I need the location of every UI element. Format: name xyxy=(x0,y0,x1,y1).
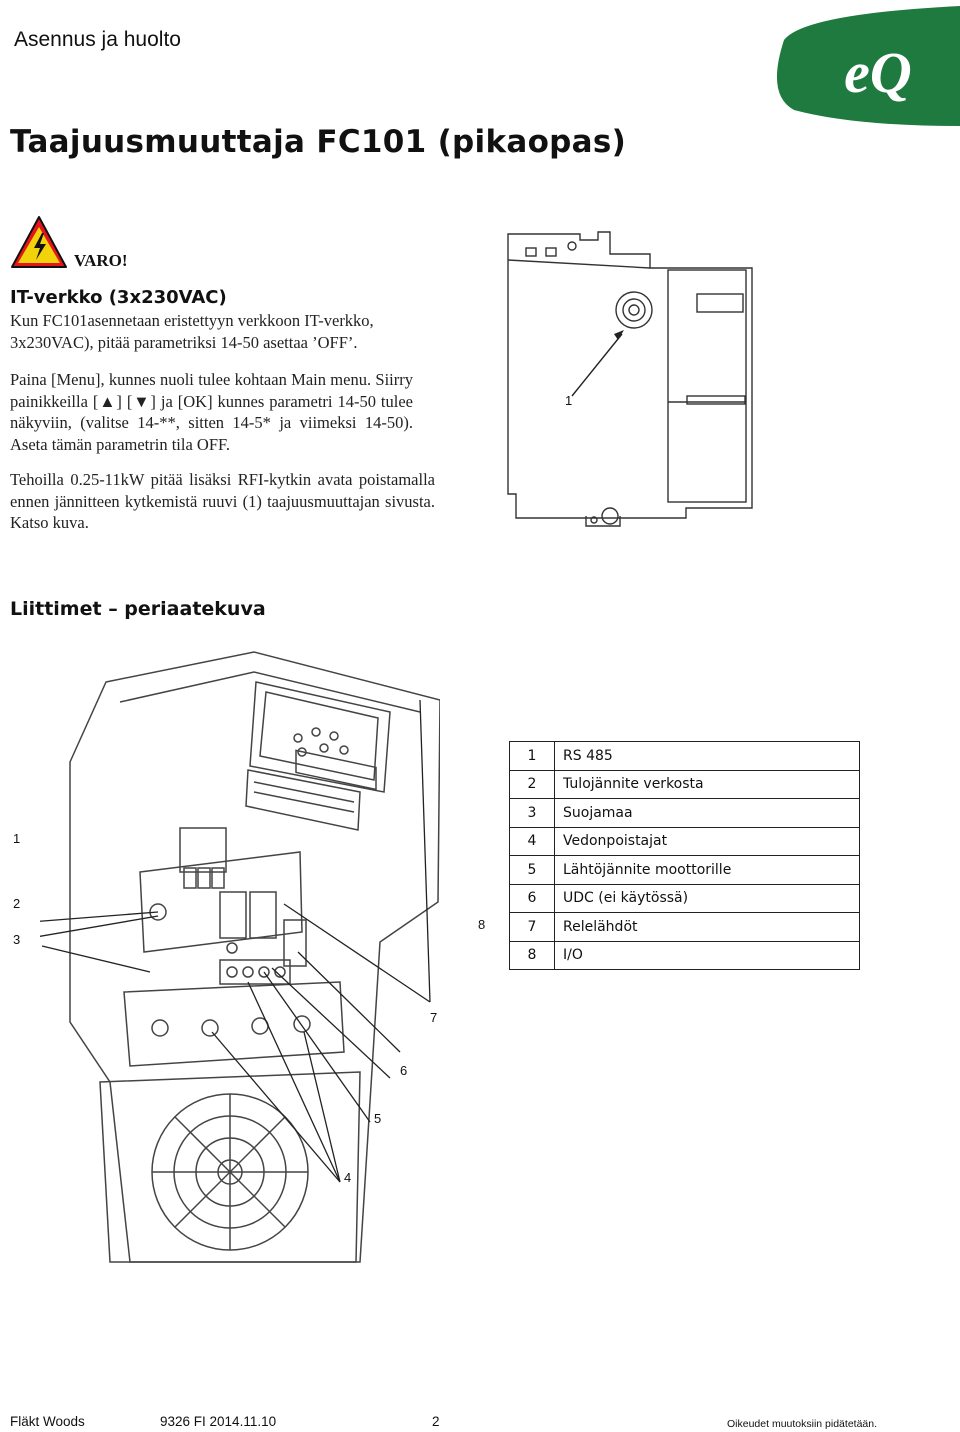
legend-number: 8 xyxy=(509,940,555,970)
connector-callout-7: 7 xyxy=(430,1010,438,1025)
legend-label: I/O xyxy=(554,940,860,970)
menu-instructions: Paina [Menu], kunnes nuoli tulee kohtaan… xyxy=(10,370,413,454)
legend-number: 6 xyxy=(509,883,555,913)
legend-label: Lähtöjännite moottorille xyxy=(554,855,860,885)
footer-doc-id: 9326 FI 2014.11.10 xyxy=(160,1414,277,1429)
legend-label: Relelähdöt xyxy=(554,912,860,942)
connector-callout-5: 5 xyxy=(374,1111,382,1126)
footer-page-number: 2 xyxy=(432,1414,440,1429)
connector-callout-1: 1 xyxy=(13,831,21,846)
rfi-switch-note: Tehoilla 0.25-11kW pitää lisäksi RFI-kyt… xyxy=(10,470,435,532)
section-header: Asennus ja huolto xyxy=(14,28,181,51)
connectors-heading: Liittimet – periaatekuva xyxy=(10,598,266,620)
warning-label: VARO! xyxy=(74,251,128,270)
page-title: Taajuusmuuttaja FC101 (pikaopas) xyxy=(10,124,627,160)
figure1-callout-1: 1 xyxy=(565,393,573,408)
legend-label: Suojamaa xyxy=(554,798,860,828)
legend-label: Vedonpoistajat xyxy=(554,826,860,856)
legend-label: UDC (ei käytössä) xyxy=(554,883,860,913)
connector-layout-illustration xyxy=(40,651,440,1263)
connector-callout-2: 2 xyxy=(13,896,21,911)
legend-number: 5 xyxy=(509,855,555,885)
it-network-paragraph: Kun FC101asennetaan eristettyyn verkkoon… xyxy=(10,310,430,353)
legend-number: 1 xyxy=(509,741,555,771)
logo-text: eQ xyxy=(844,40,912,105)
legend-number: 4 xyxy=(509,826,555,856)
legend-label: Tulojännite verkosta xyxy=(554,769,860,799)
connector-callout-3: 3 xyxy=(13,932,21,947)
high-voltage-warning-icon xyxy=(11,216,67,268)
it-network-heading: IT-verkko (3x230VAC) xyxy=(10,287,227,308)
footer-rights: Oikeudet muutoksiin pidätetään. xyxy=(727,1418,878,1430)
drive-side-illustration xyxy=(507,231,753,527)
paragraph-line: 3x230VAC), pitää parametriksi 14-50 aset… xyxy=(10,332,358,352)
connector-callout-4: 4 xyxy=(344,1170,352,1185)
footer-company: Fläkt Woods xyxy=(10,1414,85,1429)
legend-number: 2 xyxy=(509,769,555,799)
eq-logo: eQ xyxy=(776,6,960,126)
paragraph-line: Kun FC101asennetaan eristettyyn verkkoon… xyxy=(10,311,374,330)
legend-number: 3 xyxy=(509,798,555,828)
connector-callout-8: 8 xyxy=(478,917,486,932)
legend-number: 7 xyxy=(509,912,555,942)
legend-label: RS 485 xyxy=(554,741,860,771)
connector-callout-6: 6 xyxy=(400,1063,408,1078)
